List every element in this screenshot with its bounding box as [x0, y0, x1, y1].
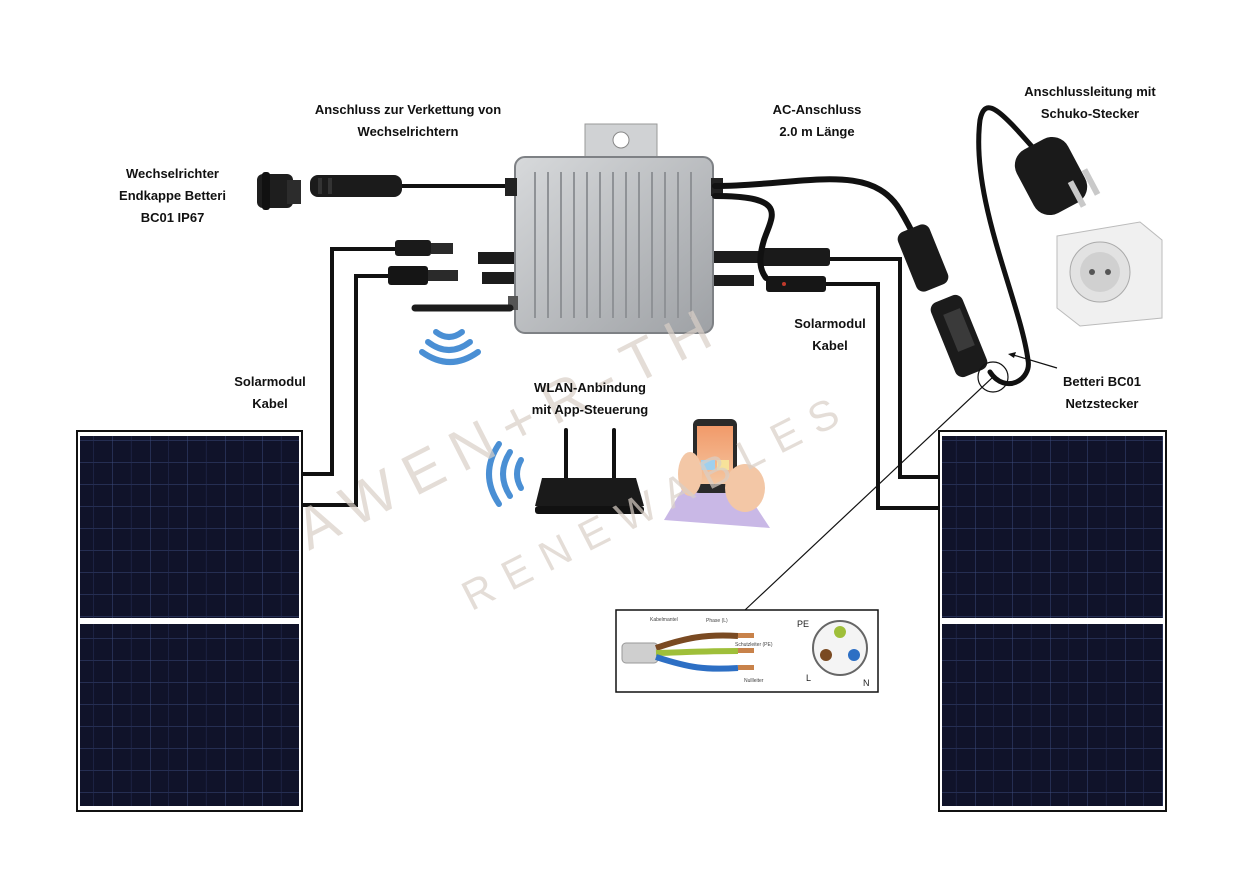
label-ac: AC-Anschluss 2.0 m Länge: [762, 99, 872, 143]
label-cable-right: Solarmodul Kabel: [790, 313, 870, 357]
label-wlan-line1: WLAN-Anbindung: [534, 380, 646, 395]
label-plug: Betteri BC01 Netzstecker: [1047, 371, 1157, 415]
smartphone-icon: [664, 419, 770, 528]
mc4-connector-right: [714, 248, 830, 292]
router-icon: [535, 428, 644, 514]
plug-highlight-circle: [977, 361, 1009, 393]
label-endcap-line1: Wechselrichter: [126, 166, 219, 181]
mc4-connector-left: [388, 240, 514, 285]
label-cable-left-line1: Solarmodul: [234, 374, 306, 389]
inverter: [505, 123, 723, 334]
label-plug-line2: Netzstecker: [1065, 396, 1139, 411]
label-cable-left-line2: Kabel: [252, 396, 288, 411]
label-l: L: [806, 673, 811, 683]
label-cable-right-line2: Kabel: [812, 338, 848, 353]
label-endcap: Wechselrichter Endkappe Betteri BC01 IP6…: [105, 163, 240, 229]
chain-cable: [310, 175, 515, 197]
label-chain: Anschluss zur Verkettung von Wechselrich…: [303, 99, 513, 143]
label-cable-right-line1: Solarmodul: [794, 316, 866, 331]
plug-pointer-line: [1009, 353, 1058, 369]
label-neutral: Nullleiter: [744, 678, 764, 684]
wifi-signal-icon: [486, 441, 524, 507]
label-lead-line1: Anschlussleitung mit: [1024, 84, 1156, 99]
schuko-plug-icon: [1014, 136, 1101, 216]
solar-cable-right: [825, 257, 939, 510]
label-ac-line2: 2.0 m Länge: [779, 124, 855, 139]
label-plug-line1: Betteri BC01: [1062, 374, 1142, 389]
wiring-inset: [615, 609, 879, 693]
inset-pointer-line: [744, 376, 994, 611]
label-cable-left: Solarmodul Kabel: [230, 371, 310, 415]
solar-cable-left: [302, 247, 395, 507]
schuko-lead: [976, 105, 1038, 387]
label-wlan: WLAN-Anbindung mit App-Steuerung: [520, 377, 660, 421]
label-chain-line1: Anschluss zur Verkettung von: [314, 102, 502, 117]
label-chain-line2: Wechselrichtern: [357, 124, 459, 139]
label-n: N: [863, 678, 870, 688]
solar-panel-right: [938, 430, 1167, 812]
solar-panel-left: [76, 430, 303, 812]
label-sheath: Kabelmantel: [650, 617, 678, 623]
wifi-icon: [419, 329, 481, 365]
endcap-icon: [257, 172, 301, 210]
socket-icon: [1056, 221, 1163, 327]
label-earth: Schutzleiter (PE): [735, 642, 773, 648]
label-lead-line2: Schuko-Stecker: [1040, 106, 1140, 121]
label-pe: PE: [797, 619, 809, 629]
label-endcap-line2: Endkappe Betteri: [119, 188, 226, 203]
betteri-plug: [897, 224, 988, 378]
arrow-head-icon: [1008, 352, 1016, 358]
label-endcap-line3: BC01 IP67: [140, 210, 205, 225]
label-lead: Anschlussleitung mit Schuko-Stecker: [1010, 81, 1170, 125]
label-ac-line1: AC-Anschluss: [772, 102, 862, 117]
label-wlan-line2: mit App-Steuerung: [531, 402, 649, 417]
label-phase: Phase (L): [706, 618, 728, 624]
